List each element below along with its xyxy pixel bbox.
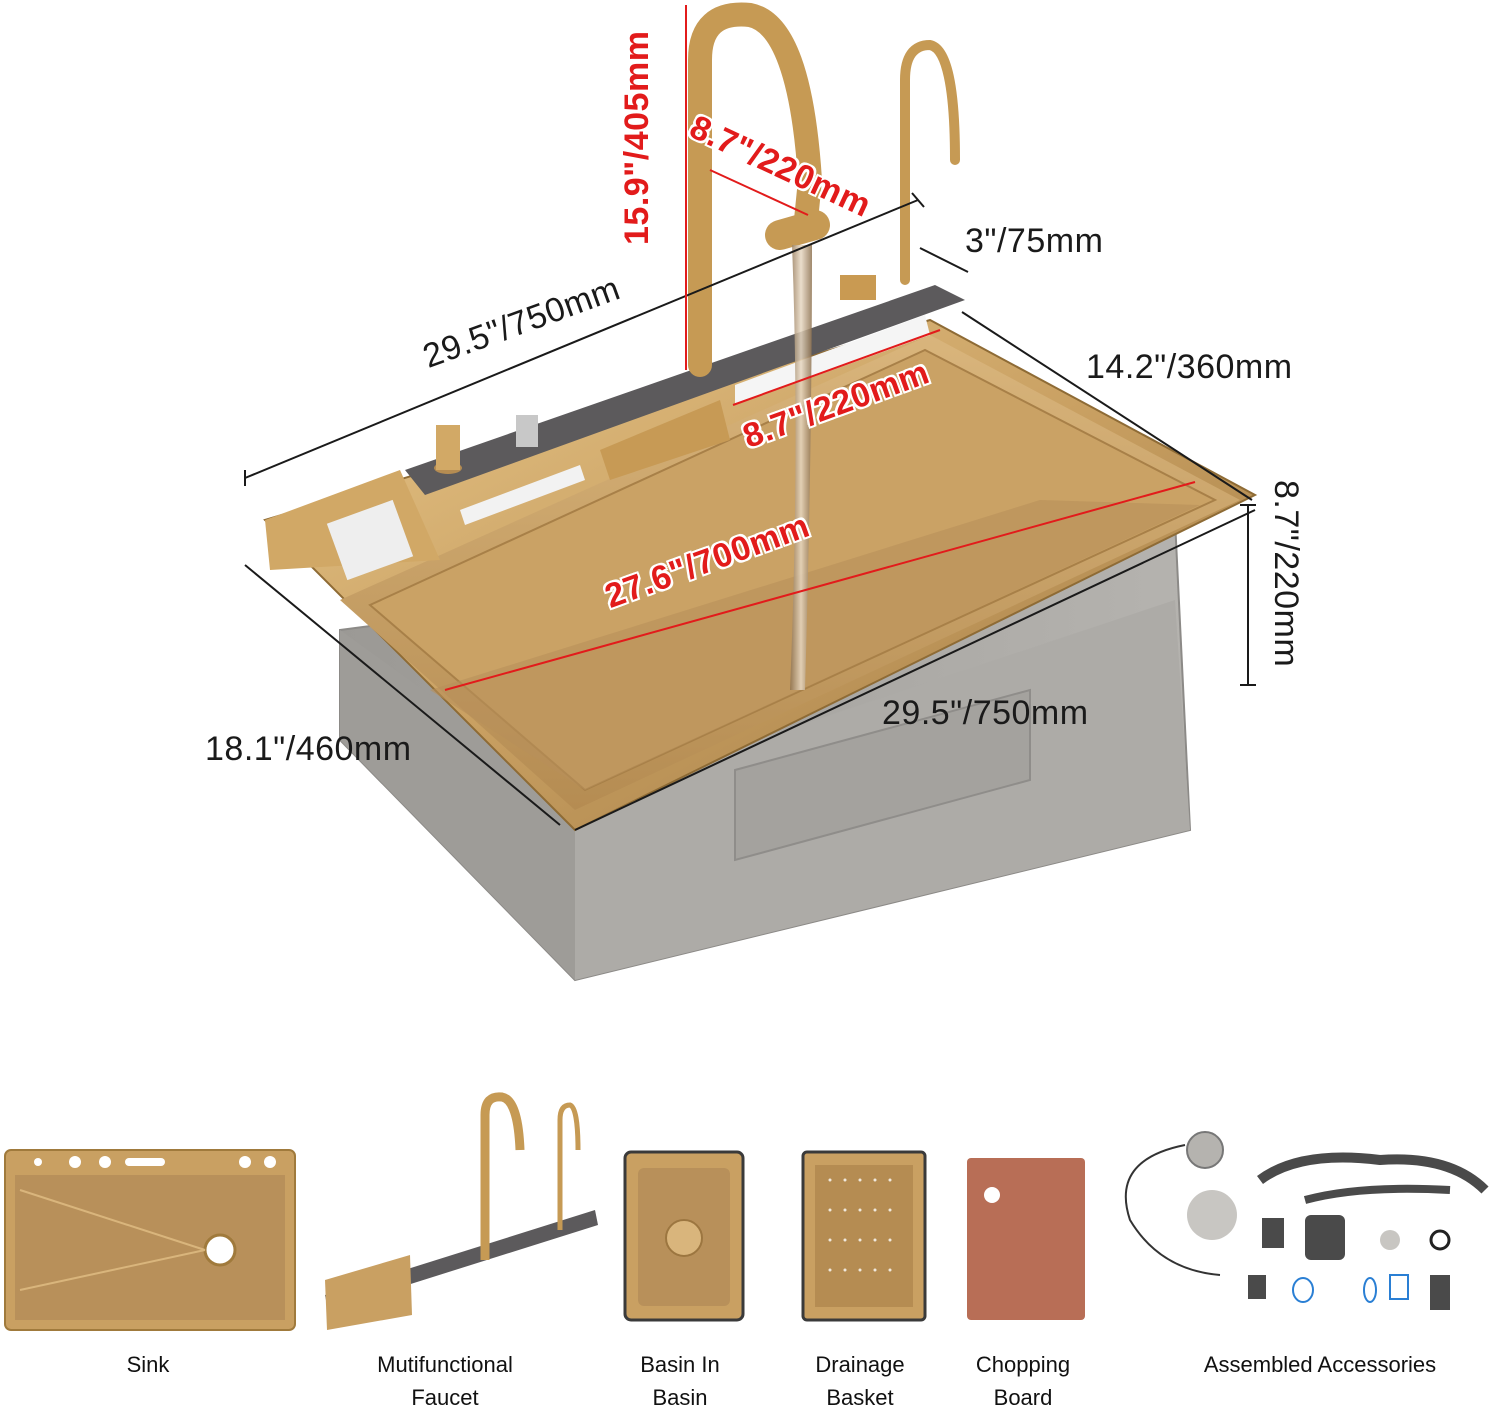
component-faucet-image — [325, 1092, 598, 1330]
component-sink-image — [4, 1149, 296, 1331]
caption-basket: Drainage Basket — [760, 1348, 960, 1414]
caption-accessories-line1: Assembled Accessories — [1203, 1352, 1437, 1377]
caption-basket-line1: Drainage — [815, 1352, 905, 1377]
caption-faucet-line1: Mutifunctional — [377, 1352, 513, 1377]
dimension-lines — [244, 192, 1256, 831]
caption-basket-line2: Basket — [826, 1385, 894, 1410]
component-basin-image — [623, 1150, 745, 1322]
dimension-depth: 8.7"/220mm — [1267, 480, 1305, 668]
component-basket-image — [801, 1150, 927, 1322]
dimension-bottom-length: 29.5"/750mm — [882, 694, 1089, 732]
caption-board-line2: Board — [993, 1385, 1053, 1410]
dimension-side-width: 18.1"/460mm — [205, 730, 412, 768]
control-panel — [265, 275, 965, 581]
water-stream — [790, 245, 812, 690]
caption-accessories: Assembled Accessories — [1170, 1348, 1470, 1381]
caption-basin-line1: Basin In — [640, 1352, 720, 1377]
caption-board: Chopping Board — [923, 1348, 1123, 1414]
drinking-faucet — [900, 39, 960, 285]
component-board-image — [967, 1158, 1085, 1320]
caption-faucet-line2: Faucet — [411, 1385, 479, 1410]
red-dimension-lines — [444, 5, 1196, 691]
dimension-faucet-height: 15.9"/405mm — [618, 30, 656, 245]
dimension-top-width: 14.2"/360mm — [1086, 348, 1293, 386]
main-faucet — [688, 2, 830, 377]
component-accessories-image — [1124, 1131, 1489, 1310]
caption-faucet: Mutifunctional Faucet — [345, 1348, 545, 1414]
dimension-deck-width: 3"/75mm — [965, 222, 1104, 260]
components-illustrations — [4, 1092, 1489, 1331]
caption-sink-line1: Sink — [126, 1352, 170, 1377]
caption-board-line1: Chopping — [975, 1352, 1071, 1377]
caption-basin-line2: Basin — [652, 1385, 708, 1410]
caption-basin: Basin In Basin — [580, 1348, 780, 1414]
sink-rim — [263, 318, 1258, 832]
caption-sink: Sink — [48, 1348, 248, 1381]
